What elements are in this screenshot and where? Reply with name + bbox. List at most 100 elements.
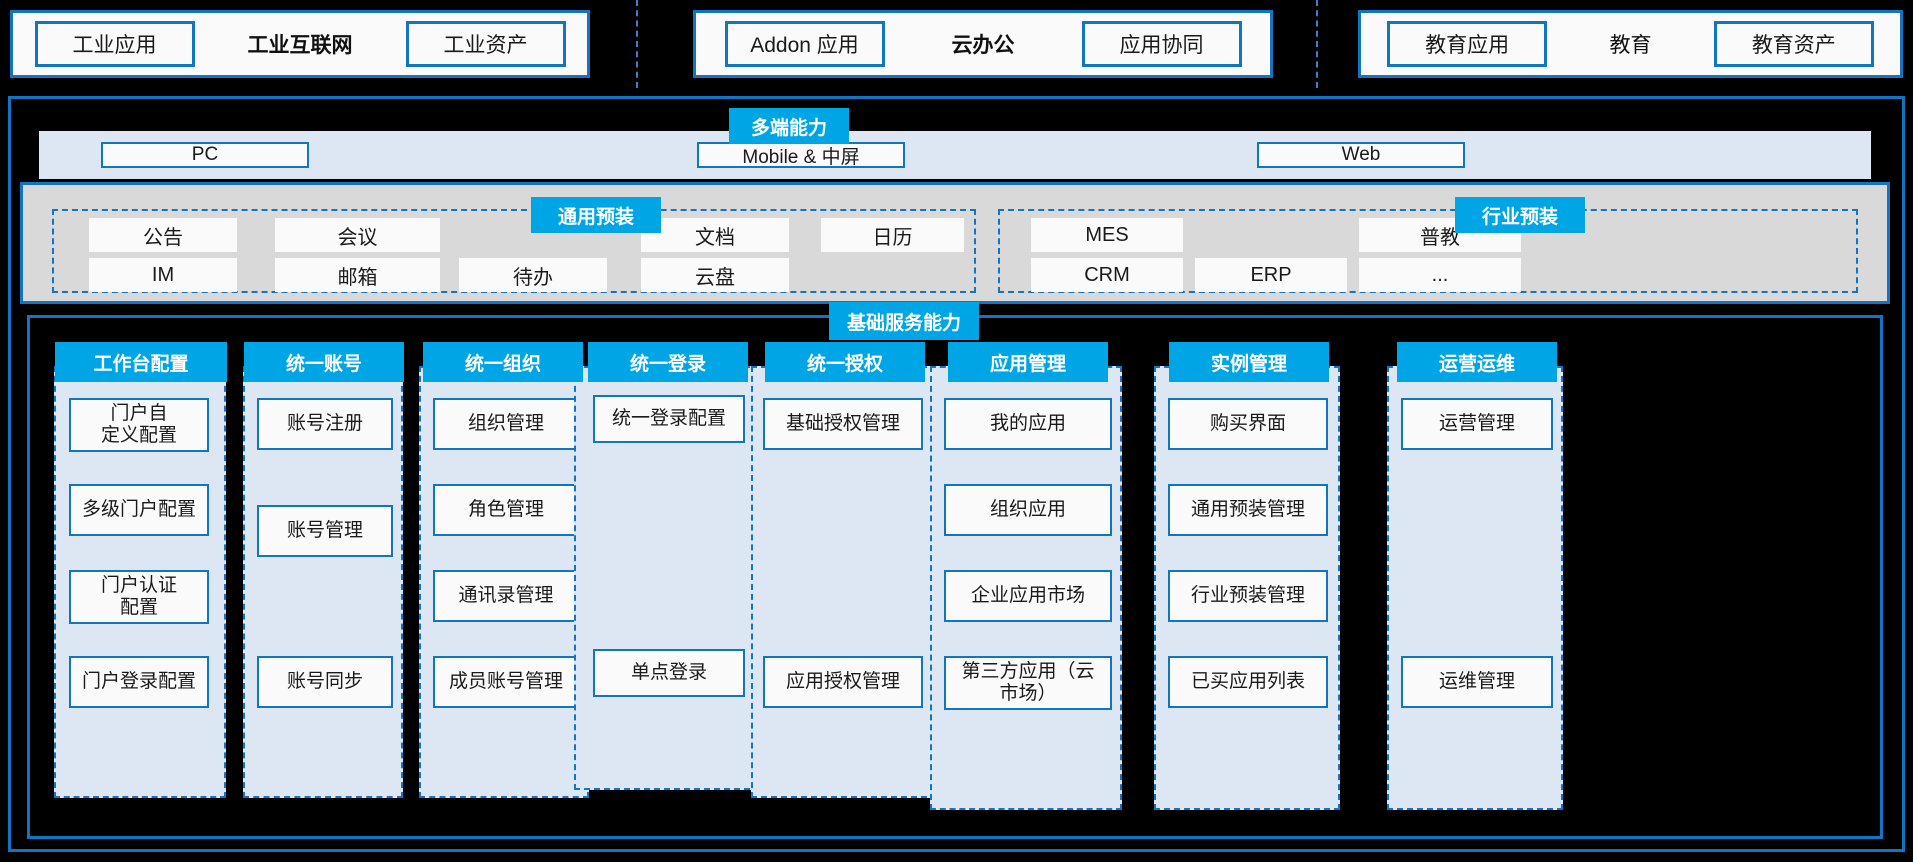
service-item-label: 多级门户配置: [81, 499, 196, 521]
terminal-item-mobile[interactable]: Mobile & 中屏: [697, 142, 905, 168]
preinstall-item-mes[interactable]: MES: [1031, 218, 1183, 252]
domain-box-app-collaboration[interactable]: 应用协同: [1081, 21, 1242, 67]
badge-industry-preinstall: 行业预装: [1455, 197, 1585, 233]
service-item-my-apps[interactable]: 我的应用: [944, 398, 1112, 450]
service-item-account-register[interactable]: 账号注册: [257, 398, 393, 450]
service-item-operation-manage[interactable]: 运营管理: [1401, 398, 1553, 450]
service-item-label: 门户认证 配置: [100, 575, 177, 618]
service-item-label: 运维管理: [1438, 671, 1515, 693]
service-column-title-instance-manage: 实例管理: [1169, 342, 1329, 382]
service-item-multilevel-portal-config[interactable]: 多级门户配置: [69, 484, 209, 536]
service-item-portal-login-config[interactable]: 门户登录配置: [69, 656, 209, 708]
service-item-label: 门户自 定义配置: [100, 403, 177, 446]
preinstall-item-crm[interactable]: CRM: [1031, 258, 1183, 292]
service-item-unified-login-config[interactable]: 统一登录配置: [593, 395, 745, 443]
service-item-label: 我的应用: [989, 413, 1066, 435]
platform-main-frame: PC Mobile & 中屏 Web 多端能力 公告 会议 文档 日历 IM 邮…: [8, 96, 1905, 852]
service-item-purchase-ui[interactable]: 购买界面: [1168, 398, 1328, 450]
domain-divider-1: [636, 0, 638, 88]
domain-title-education: 教育: [1609, 34, 1652, 57]
domain-box-industrial-app[interactable]: 工业应用: [34, 21, 195, 67]
badge-multi-terminal: 多端能力: [729, 108, 849, 144]
domain-group-cloud-office: Addon 应用 云办公 应用协同: [693, 10, 1273, 78]
preinstall-item-more[interactable]: ...: [1359, 258, 1521, 292]
service-item-role-manage[interactable]: 角色管理: [433, 484, 579, 536]
service-item-label: 企业应用市场: [970, 585, 1085, 607]
service-item-label: 购买界面: [1209, 413, 1286, 435]
badge-general-preinstall: 通用预装: [531, 197, 661, 233]
domain-box-addon-app[interactable]: Addon 应用: [724, 21, 885, 67]
preinstall-item-im[interactable]: IM: [89, 258, 237, 292]
service-item-org-apps[interactable]: 组织应用: [944, 484, 1112, 536]
service-column-title-unified-login: 统一登录: [588, 342, 748, 382]
service-item-label: 通讯录管理: [458, 585, 554, 607]
service-column-title-app-manage: 应用管理: [948, 342, 1108, 382]
preinstall-item-clouddisk[interactable]: 云盘: [641, 258, 789, 292]
service-item-label: 第三方应用（云 市场）: [961, 661, 1095, 704]
domain-group-industrial: 工业应用 工业互联网 工业资产: [10, 10, 590, 78]
terminal-item-pc[interactable]: PC: [101, 142, 309, 168]
service-item-basic-authz-manage[interactable]: 基础授权管理: [763, 398, 923, 450]
preinstall-item-erp[interactable]: ERP: [1195, 258, 1347, 292]
preinstall-strip: 公告 会议 文档 日历 IM 邮箱 待办 云盘 MES 普教 CRM ERP .…: [20, 182, 1890, 304]
service-item-industry-preinstall-manage[interactable]: 行业预装管理: [1168, 570, 1328, 622]
service-item-label: 行业预装管理: [1190, 585, 1305, 607]
service-item-org-manage[interactable]: 组织管理: [433, 398, 579, 450]
service-item-member-account-manage[interactable]: 成员账号管理: [433, 656, 579, 708]
service-item-label: 账号同步: [286, 671, 363, 693]
service-item-label: 基础授权管理: [785, 413, 900, 435]
preinstall-item-calendar[interactable]: 日历: [821, 218, 964, 252]
service-item-label: 组织应用: [989, 499, 1066, 521]
terminal-item-web[interactable]: Web: [1257, 142, 1465, 168]
domain-title-industrial: 工业互联网: [247, 34, 353, 57]
preinstall-item-document[interactable]: 文档: [641, 218, 789, 252]
domain-divider-2: [1316, 0, 1318, 88]
service-column-unified-org: 统一组织 组织管理 角色管理 通讯录管理 成员账号管理: [419, 342, 589, 798]
service-column-workbench-config: 工作台配置 门户自 定义配置 多级门户配置 门户认证 配置 门户登录配置: [54, 342, 227, 798]
service-column-instance-manage: 实例管理 购买界面 通用预装管理 行业预装管理 已买应用列表: [1154, 342, 1340, 810]
domain-group-education: 教育应用 教育 教育资产: [1358, 10, 1903, 78]
service-column-title-unified-authz: 统一授权: [765, 342, 925, 382]
service-column-unified-account: 统一账号 账号注册 账号管理 账号同步: [243, 342, 404, 798]
preinstall-item-todo[interactable]: 待办: [459, 258, 607, 292]
domain-box-education-asset[interactable]: 教育资产: [1713, 21, 1874, 67]
service-item-label: 账号管理: [286, 520, 363, 542]
service-item-label: 已买应用列表: [1190, 671, 1305, 693]
domain-title-cloud-office: 云办公: [951, 34, 1015, 57]
service-item-third-party-apps[interactable]: 第三方应用（云 市场）: [944, 656, 1112, 710]
domain-box-education-app[interactable]: 教育应用: [1387, 21, 1548, 67]
service-column-ops: 运营运维 运营管理 运维管理: [1387, 342, 1563, 810]
preinstall-item-meeting[interactable]: 会议: [275, 218, 440, 252]
multi-terminal-band: PC Mobile & 中屏 Web: [39, 131, 1871, 179]
top-domains-row: 工业应用 工业互联网 工业资产 Addon 应用 云办公 应用协同 教育应用 教…: [0, 0, 1913, 88]
service-item-portal-auth-config[interactable]: 门户认证 配置: [69, 570, 209, 624]
service-item-contacts-manage[interactable]: 通讯录管理: [433, 570, 579, 622]
service-item-account-sync[interactable]: 账号同步: [257, 656, 393, 708]
service-item-label: 单点登录: [630, 662, 707, 684]
service-column-title-ops: 运营运维: [1397, 342, 1557, 382]
service-column-title-unified-org: 统一组织: [423, 342, 583, 382]
service-item-app-authz-manage[interactable]: 应用授权管理: [763, 656, 923, 708]
service-item-label: 门户登录配置: [81, 671, 196, 693]
service-item-general-preinstall-manage[interactable]: 通用预装管理: [1168, 484, 1328, 536]
service-item-label: 运营管理: [1438, 413, 1515, 435]
domain-box-industrial-asset[interactable]: 工业资产: [405, 21, 566, 67]
preinstall-item-mail[interactable]: 邮箱: [275, 258, 440, 292]
service-item-purchased-app-list[interactable]: 已买应用列表: [1168, 656, 1328, 708]
service-item-label: 统一登录配置: [611, 408, 726, 430]
service-column-unified-login: 统一登录 统一登录配置 单点登录: [574, 342, 760, 790]
service-item-account-manage[interactable]: 账号管理: [257, 505, 393, 557]
service-item-label: 通用预装管理: [1190, 499, 1305, 521]
service-item-maintenance-manage[interactable]: 运维管理: [1401, 656, 1553, 708]
service-item-label: 应用授权管理: [785, 671, 900, 693]
badge-base-services: 基础服务能力: [829, 302, 979, 340]
service-item-portal-custom-config[interactable]: 门户自 定义配置: [69, 398, 209, 452]
service-item-label: 组织管理: [467, 413, 544, 435]
service-item-label: 成员账号管理: [448, 671, 563, 693]
service-item-label: 角色管理: [467, 499, 544, 521]
service-column-title-workbench-config: 工作台配置: [55, 342, 227, 382]
service-item-sso[interactable]: 单点登录: [593, 649, 745, 697]
preinstall-item-announcement[interactable]: 公告: [89, 218, 237, 252]
service-item-enterprise-app-market[interactable]: 企业应用市场: [944, 570, 1112, 622]
